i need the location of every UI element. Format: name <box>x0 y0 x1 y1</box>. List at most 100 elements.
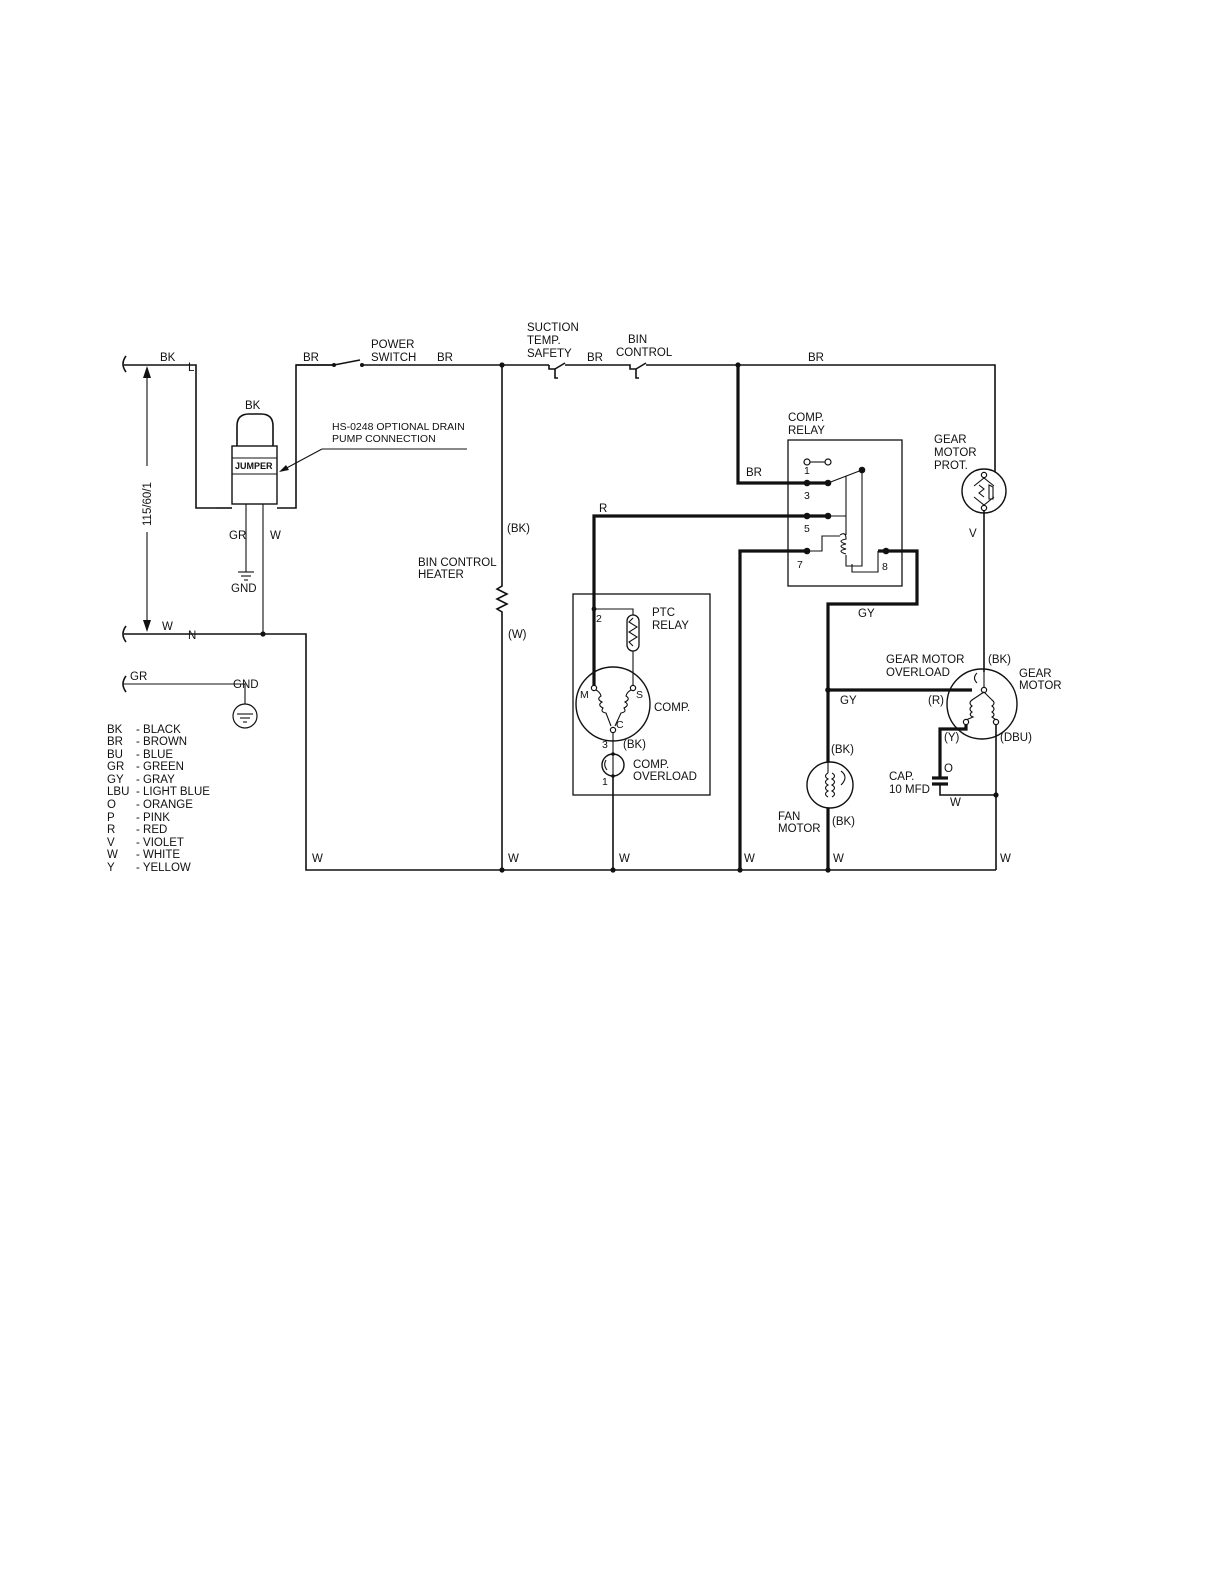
compressor-block: R 2 PTC RELAY M S C COMP. 3 (BK) 1 COMP.… <box>572 503 828 873</box>
wire-label-bk: BK <box>160 352 176 364</box>
relay-line-1: COMP. <box>788 412 824 424</box>
legend-name: - BLACK <box>136 724 181 736</box>
gm-y-label: (Y) <box>944 732 960 744</box>
wire-label-gy-2: GY <box>840 695 857 707</box>
overload-bk-label: (BK) <box>623 739 646 751</box>
top-rail: BR POWER SWITCH BR SUCTION TEMP. SAFETY … <box>296 322 996 472</box>
ground-lead: GR GND <box>122 671 259 729</box>
gm-r-label: (R) <box>928 695 944 707</box>
heater-line-1: BIN CONTROL <box>418 557 497 569</box>
legend-code: GR <box>107 761 124 773</box>
legend-name: - GRAY <box>136 774 175 786</box>
suction-line-2: TEMP. <box>527 335 561 347</box>
gm-bk-label: (BK) <box>988 654 1011 666</box>
cap-line-1: CAP. <box>889 771 914 783</box>
legend-code: P <box>107 812 115 824</box>
legend-name: - BROWN <box>136 736 187 748</box>
comp-terminal-m: M <box>580 689 589 701</box>
wire-label-gy-1: GY <box>858 608 875 620</box>
jumper-w-label: W <box>270 530 281 542</box>
suction-line-3: SAFETY <box>527 348 572 360</box>
overload-terminal-1: 1 <box>602 776 608 788</box>
bin-control-line-2: CONTROL <box>616 347 673 359</box>
bin-control-heater: (BK) (W) BIN CONTROL HEATER <box>418 365 530 873</box>
bottom-w-1: W <box>312 853 323 865</box>
heater-w-label: (W) <box>508 629 527 641</box>
ptc-line-2: RELAY <box>652 620 689 632</box>
gmo-line-1: GEAR MOTOR <box>886 654 964 666</box>
jumper-label: JUMPER <box>235 461 273 471</box>
bottom-w-labels: W W W W W W <box>312 853 1011 865</box>
wire-label-br-relay: BR <box>746 467 762 479</box>
power-switch-line-2: SWITCH <box>371 352 416 364</box>
legend-name: - GREEN <box>136 761 184 773</box>
voltage-dimension: 115/60/1 <box>142 366 154 632</box>
cap-w-label: W <box>950 797 961 809</box>
drain-pump-jumper: BK JUMPER GR W GND HS-0248 OPTIONAL DRAI… <box>216 364 467 634</box>
legend-code: BU <box>107 749 123 761</box>
legend-code: BR <box>107 736 123 748</box>
bottom-w-5: W <box>833 853 844 865</box>
gmp-line-2: MOTOR <box>934 447 977 459</box>
legend-code: W <box>107 849 118 861</box>
fan-bk-top-label: (BK) <box>831 744 854 756</box>
legend-name: - YELLOW <box>136 862 191 874</box>
suction-temp-safety-switch <box>548 362 624 379</box>
legend-name: - WHITE <box>136 849 180 861</box>
color-legend: BK - BLACK BR - BROWN BU - BLUE GR - GRE… <box>107 724 210 874</box>
bin-control-line-1: BIN <box>628 334 647 346</box>
gmp-line-3: PROT. <box>934 460 968 472</box>
comp-label: COMP. <box>654 702 690 714</box>
legend-code: O <box>107 799 116 811</box>
wire-label-r: R <box>599 503 607 515</box>
suction-line-1: SUCTION <box>527 322 579 334</box>
fan-bk-bottom-label: (BK) <box>832 816 855 828</box>
wire-label-br-4: BR <box>808 352 824 364</box>
legend-name: - LIGHT BLUE <box>136 786 210 798</box>
wire-label-br-2: BR <box>437 352 453 364</box>
wire-label-n: N <box>188 630 196 642</box>
comp-terminal-c: C <box>616 719 624 731</box>
neutral-input: W N <box>122 621 996 871</box>
relay-terminal-1: 1 <box>804 465 810 477</box>
relay-terminal-7: 7 <box>797 559 803 571</box>
bottom-w-3: W <box>619 853 630 865</box>
bottom-w-2: W <box>508 853 519 865</box>
relay-terminal-8: 8 <box>882 561 888 573</box>
fan-line-2: MOTOR <box>778 823 821 835</box>
legend-code: Y <box>107 862 115 874</box>
gnd-label: GND <box>231 583 257 595</box>
legend-name: - RED <box>136 824 167 836</box>
fan-line-1: FAN <box>778 811 800 823</box>
ground-icon <box>238 571 254 581</box>
relay-line-2: RELAY <box>788 425 825 437</box>
power-switch-line-1: POWER <box>371 339 414 351</box>
wire-label-br-3: BR <box>587 352 603 364</box>
gear-motor: GEAR MOTOR OVERLOAD (BK) GEAR MOTOR (R) … <box>825 654 1062 870</box>
jumper-bk-label: BK <box>245 400 261 412</box>
gmp-line-1: GEAR <box>934 434 967 446</box>
wire-label-l: L <box>188 362 195 374</box>
bin-control-switch <box>624 362 996 472</box>
fan-motor: (BK) (BK) FAN MOTOR <box>737 744 855 873</box>
drain-note-line-1: HS-0248 OPTIONAL DRAIN <box>332 421 465 433</box>
wire-label-w: W <box>162 621 173 633</box>
legend-code: LBU <box>107 786 129 798</box>
legend-code: V <box>107 837 115 849</box>
voltage-label: 115/60/1 <box>142 482 154 526</box>
gnd-2-label: GND <box>233 679 259 691</box>
gr-lead-label: GR <box>130 671 147 683</box>
ptc-terminal-label: 2 <box>596 613 602 625</box>
relay-terminal-5: 5 <box>804 523 810 535</box>
drain-note-line-2: PUMP CONNECTION <box>332 433 436 445</box>
bottom-w-6: W <box>1000 853 1011 865</box>
legend-code: GY <box>107 774 124 786</box>
legend-code: R <box>107 824 115 836</box>
cap-line-2: 10 MFD <box>889 784 930 796</box>
ptc-line-1: PTC <box>652 607 675 619</box>
bottom-w-4: W <box>744 853 755 865</box>
cap-o-label: O <box>944 763 953 775</box>
gmo-line-2: OVERLOAD <box>886 667 950 679</box>
relay-terminal-3: 3 <box>804 490 810 502</box>
capacitor: O W CAP. 10 MFD <box>889 763 996 809</box>
